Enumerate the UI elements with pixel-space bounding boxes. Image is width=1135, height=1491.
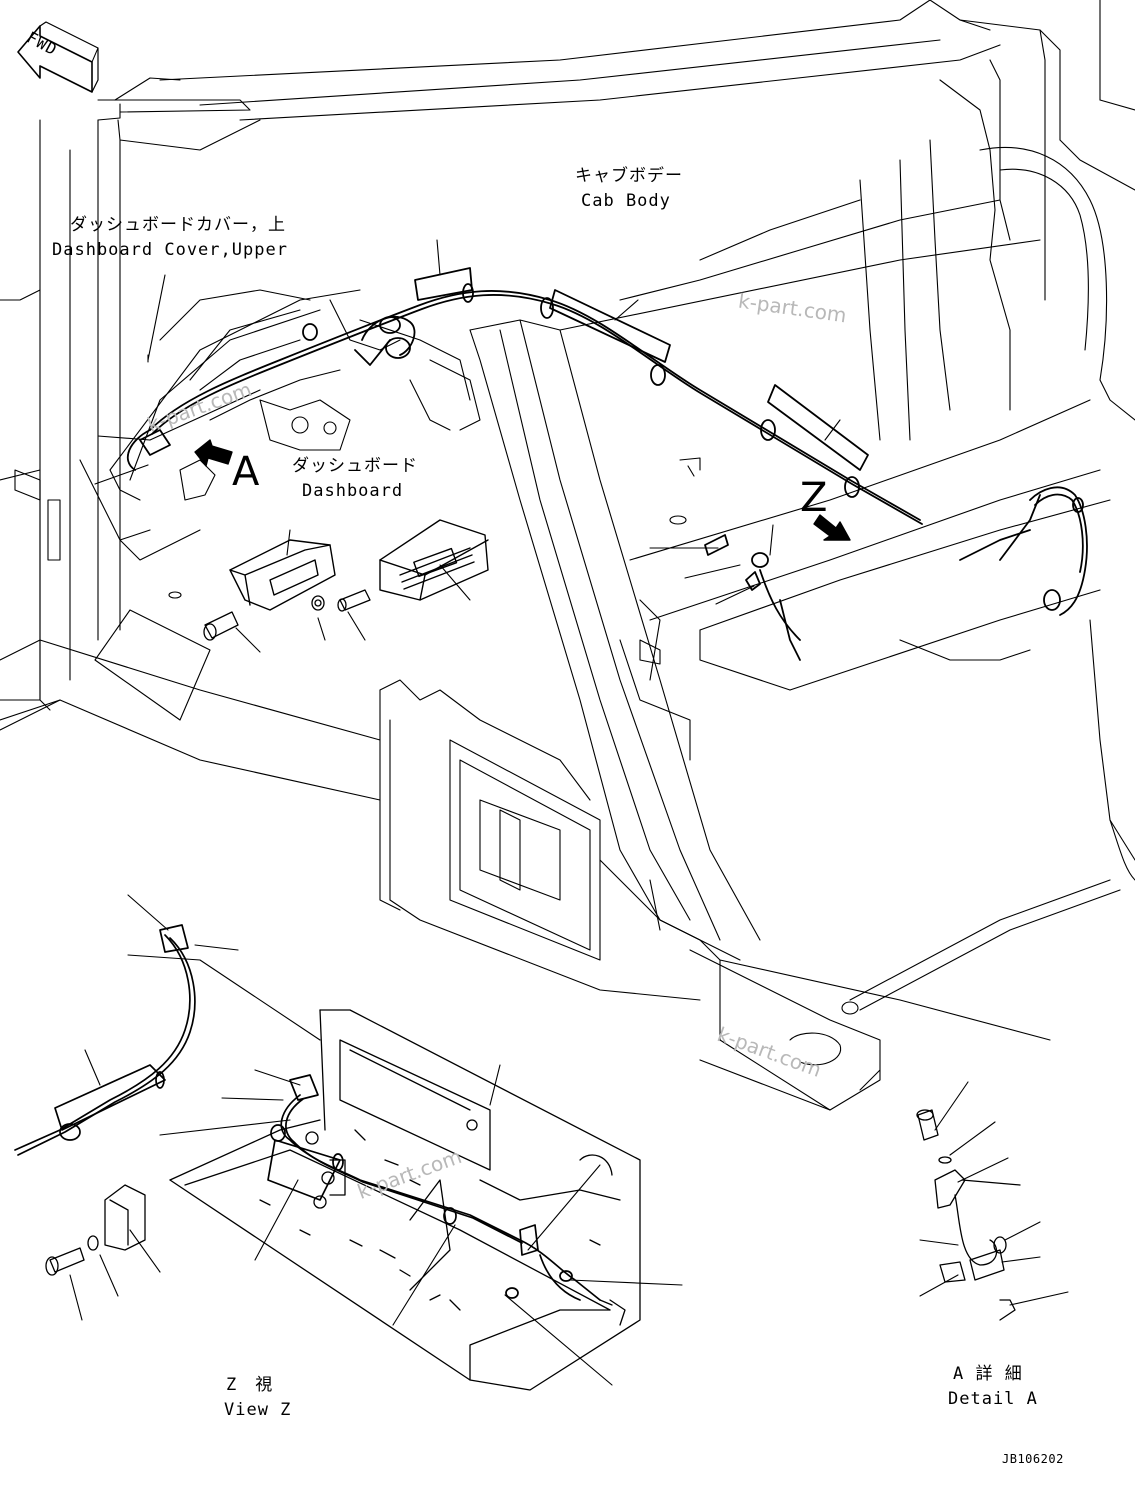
fwd-arrow-icon [17,21,99,93]
view-z-leader-lines [69,894,683,1386]
leader-lines [94,239,841,653]
view-arrow-z-icon [813,514,851,541]
view-z-label-en: View Z [224,1400,292,1420]
view-z-harness [14,924,601,1301]
drawing-number: JB106202 [1002,1452,1064,1466]
view-z-hardware [45,1184,146,1276]
radio-bracket [229,539,336,611]
cab-frame [0,0,1135,1111]
cab-body-label-jp: キャブボデー [575,166,683,186]
bolts-and-washers [203,589,371,641]
wiring-harness [126,267,1088,661]
view-letter-a: A [232,449,260,495]
cab-body-label-en: Cab Body [581,191,671,211]
dashboard-label-en: Dashboard [302,481,404,501]
view-arrow-a-icon [194,439,233,467]
dashboard-cover-label-jp: ダッシュボードカバー，上 [70,215,286,235]
detail-a-leader-lines [919,1081,1069,1306]
view-letter-z: Z [800,475,828,521]
view-z-label-jp: Z 視 [226,1375,274,1395]
dashboard-cover-label-en: Dashboard Cover,Upper [52,240,288,260]
view-z-panel [169,1009,641,1391]
radio-unit [379,519,489,601]
dashboard-label-jp: ダッシュボード [292,456,418,476]
detail-a-label-jp: A 詳 細 [953,1364,1023,1384]
detail-a-label-en: Detail A [948,1389,1038,1409]
